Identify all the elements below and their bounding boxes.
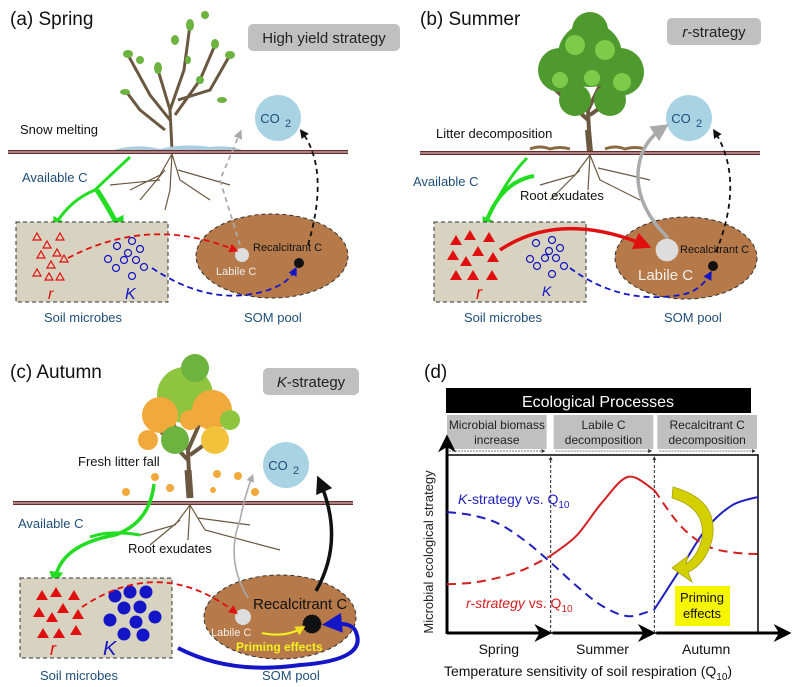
process-label: Microbial biomass xyxy=(449,418,545,432)
priming-effects-label: Priming effects xyxy=(236,640,323,654)
available-c-label: Available C xyxy=(413,174,479,189)
surface-label: Snow melting xyxy=(20,122,98,137)
svg-text:r: r xyxy=(476,283,483,303)
svg-text:2: 2 xyxy=(696,118,702,130)
labile-c xyxy=(235,248,249,262)
recalcitrant-c xyxy=(708,261,718,271)
svg-text:CO: CO xyxy=(268,458,288,473)
svg-text:Labile C: Labile C xyxy=(216,266,256,278)
roots-icon xyxy=(539,154,651,201)
svg-text:Recalcitrant C: Recalcitrant C xyxy=(253,596,347,613)
process-box xyxy=(657,415,757,449)
priming-effects-label: effects xyxy=(683,606,722,621)
panel-a-title: (a) Spring xyxy=(10,9,93,30)
x-tick-label: Spring xyxy=(479,641,519,657)
som-pool xyxy=(195,213,349,299)
svg-text:Labile C: Labile C xyxy=(211,627,251,639)
series-line-k-strategy xyxy=(446,511,655,618)
panel-d-chart: (d) Ecological Processes Microbial bioma… xyxy=(421,362,792,683)
x-tick-label: Summer xyxy=(576,641,629,657)
svg-text:2: 2 xyxy=(285,118,291,130)
process-label: decomposition xyxy=(565,433,642,447)
soil-microbes-label: Soil microbes xyxy=(464,310,543,325)
panel-b-title: (b) Summer xyxy=(420,9,521,30)
root-exudates-label: Root exudates xyxy=(520,188,604,203)
soil-microbes-box xyxy=(433,221,587,303)
r-strategist-triangles xyxy=(33,587,84,638)
strategy-badge-label: High yield strategy xyxy=(262,30,386,47)
panel-c-title: (c) Autumn xyxy=(10,362,102,383)
process-label: increase xyxy=(474,433,520,447)
priming-arrow-icon xyxy=(671,486,714,584)
svg-text:CO: CO xyxy=(260,111,280,126)
strategy-badge xyxy=(263,368,359,395)
svg-text:K: K xyxy=(542,283,552,299)
svg-text:Recalcitrant C: Recalcitrant C xyxy=(680,244,749,256)
co2-bubble xyxy=(666,95,712,141)
svg-text:K-strategy: K-strategy xyxy=(277,374,346,391)
som-pool-label: SOM pool xyxy=(244,310,302,325)
som-pool-label: SOM pool xyxy=(262,668,320,683)
k-strategist-circles xyxy=(103,585,162,642)
ecological-processes-label: Ecological Processes xyxy=(522,394,674,411)
y-axis-label: Microbial ecological strategy xyxy=(421,470,436,634)
svg-text:r-strategy: r-strategy xyxy=(682,24,746,41)
summer-tree-icon xyxy=(529,12,646,153)
series-line-r-strategy xyxy=(550,475,655,557)
process-box xyxy=(553,415,654,449)
surface-label: Litter decomposition xyxy=(436,126,552,141)
svg-text:r: r xyxy=(50,639,57,659)
svg-text:2: 2 xyxy=(293,465,299,477)
spring-tree-icon xyxy=(110,11,242,151)
r-strategist-triangles xyxy=(31,231,70,281)
autumn-tree-icon xyxy=(122,354,259,499)
svg-text:Recalcitrant C: Recalcitrant C xyxy=(253,242,322,254)
available-c-label: Available C xyxy=(22,170,88,185)
series-label-r-strategy: r-strategy vs. Q10 xyxy=(466,595,573,615)
series-line-r-strategy xyxy=(446,554,552,586)
soil-microbes-label: Soil microbes xyxy=(40,668,119,683)
process-label: decomposition xyxy=(668,433,745,447)
process-label: Recalcitrant C xyxy=(669,418,745,432)
som-pool xyxy=(203,574,357,660)
priming-effects-label: Priming xyxy=(680,590,724,605)
strategy-badge xyxy=(667,18,761,45)
k-strategist-circles xyxy=(525,235,569,279)
x-tick-label: Autumn xyxy=(682,641,730,657)
recalcitrant-c xyxy=(294,258,304,268)
svg-text:r: r xyxy=(48,286,54,303)
chart-title: (d) xyxy=(424,362,447,383)
panel-c-autumn: (c) Autumn K-strategy Fresh litter fall … xyxy=(10,354,360,683)
recalcitrant-c xyxy=(302,614,322,634)
soil-microbes-label: Soil microbes xyxy=(44,310,123,325)
co2-bubble xyxy=(255,95,301,141)
svg-text:K: K xyxy=(125,286,137,303)
roots-icon xyxy=(109,153,231,211)
r-strategist-triangles xyxy=(447,230,499,280)
process-box xyxy=(447,415,547,449)
labile-c xyxy=(655,238,679,262)
priming-effects-box xyxy=(675,586,730,626)
x-axis-label: Temperature sensitivity of soil respirat… xyxy=(444,663,732,683)
strategy-badge xyxy=(248,24,400,51)
panel-a-spring: (a) Spring High yield strategy Snow melt… xyxy=(8,9,400,325)
svg-text:Labile C: Labile C xyxy=(638,267,693,284)
som-pool xyxy=(614,216,758,300)
labile-c xyxy=(235,609,251,625)
som-pool-label: SOM pool xyxy=(664,310,722,325)
soil-microbes-box xyxy=(15,221,169,303)
surface-label: Fresh litter fall xyxy=(78,454,160,469)
svg-text:K: K xyxy=(103,638,118,660)
root-exudates-label: Root exudates xyxy=(128,541,212,556)
svg-text:CO: CO xyxy=(671,111,691,126)
co2-bubble xyxy=(263,442,309,488)
series-label-k-strategy: K-strategy vs. Q10 xyxy=(458,491,570,511)
roots-icon xyxy=(139,504,281,551)
process-label: Labile C xyxy=(581,418,625,432)
available-c-label: Available C xyxy=(18,516,84,531)
k-strategist-circles xyxy=(103,236,149,281)
ecological-processes-header xyxy=(446,388,751,413)
panel-b-summer: (b) Summer r-strategy Litter decompositi… xyxy=(413,9,761,325)
